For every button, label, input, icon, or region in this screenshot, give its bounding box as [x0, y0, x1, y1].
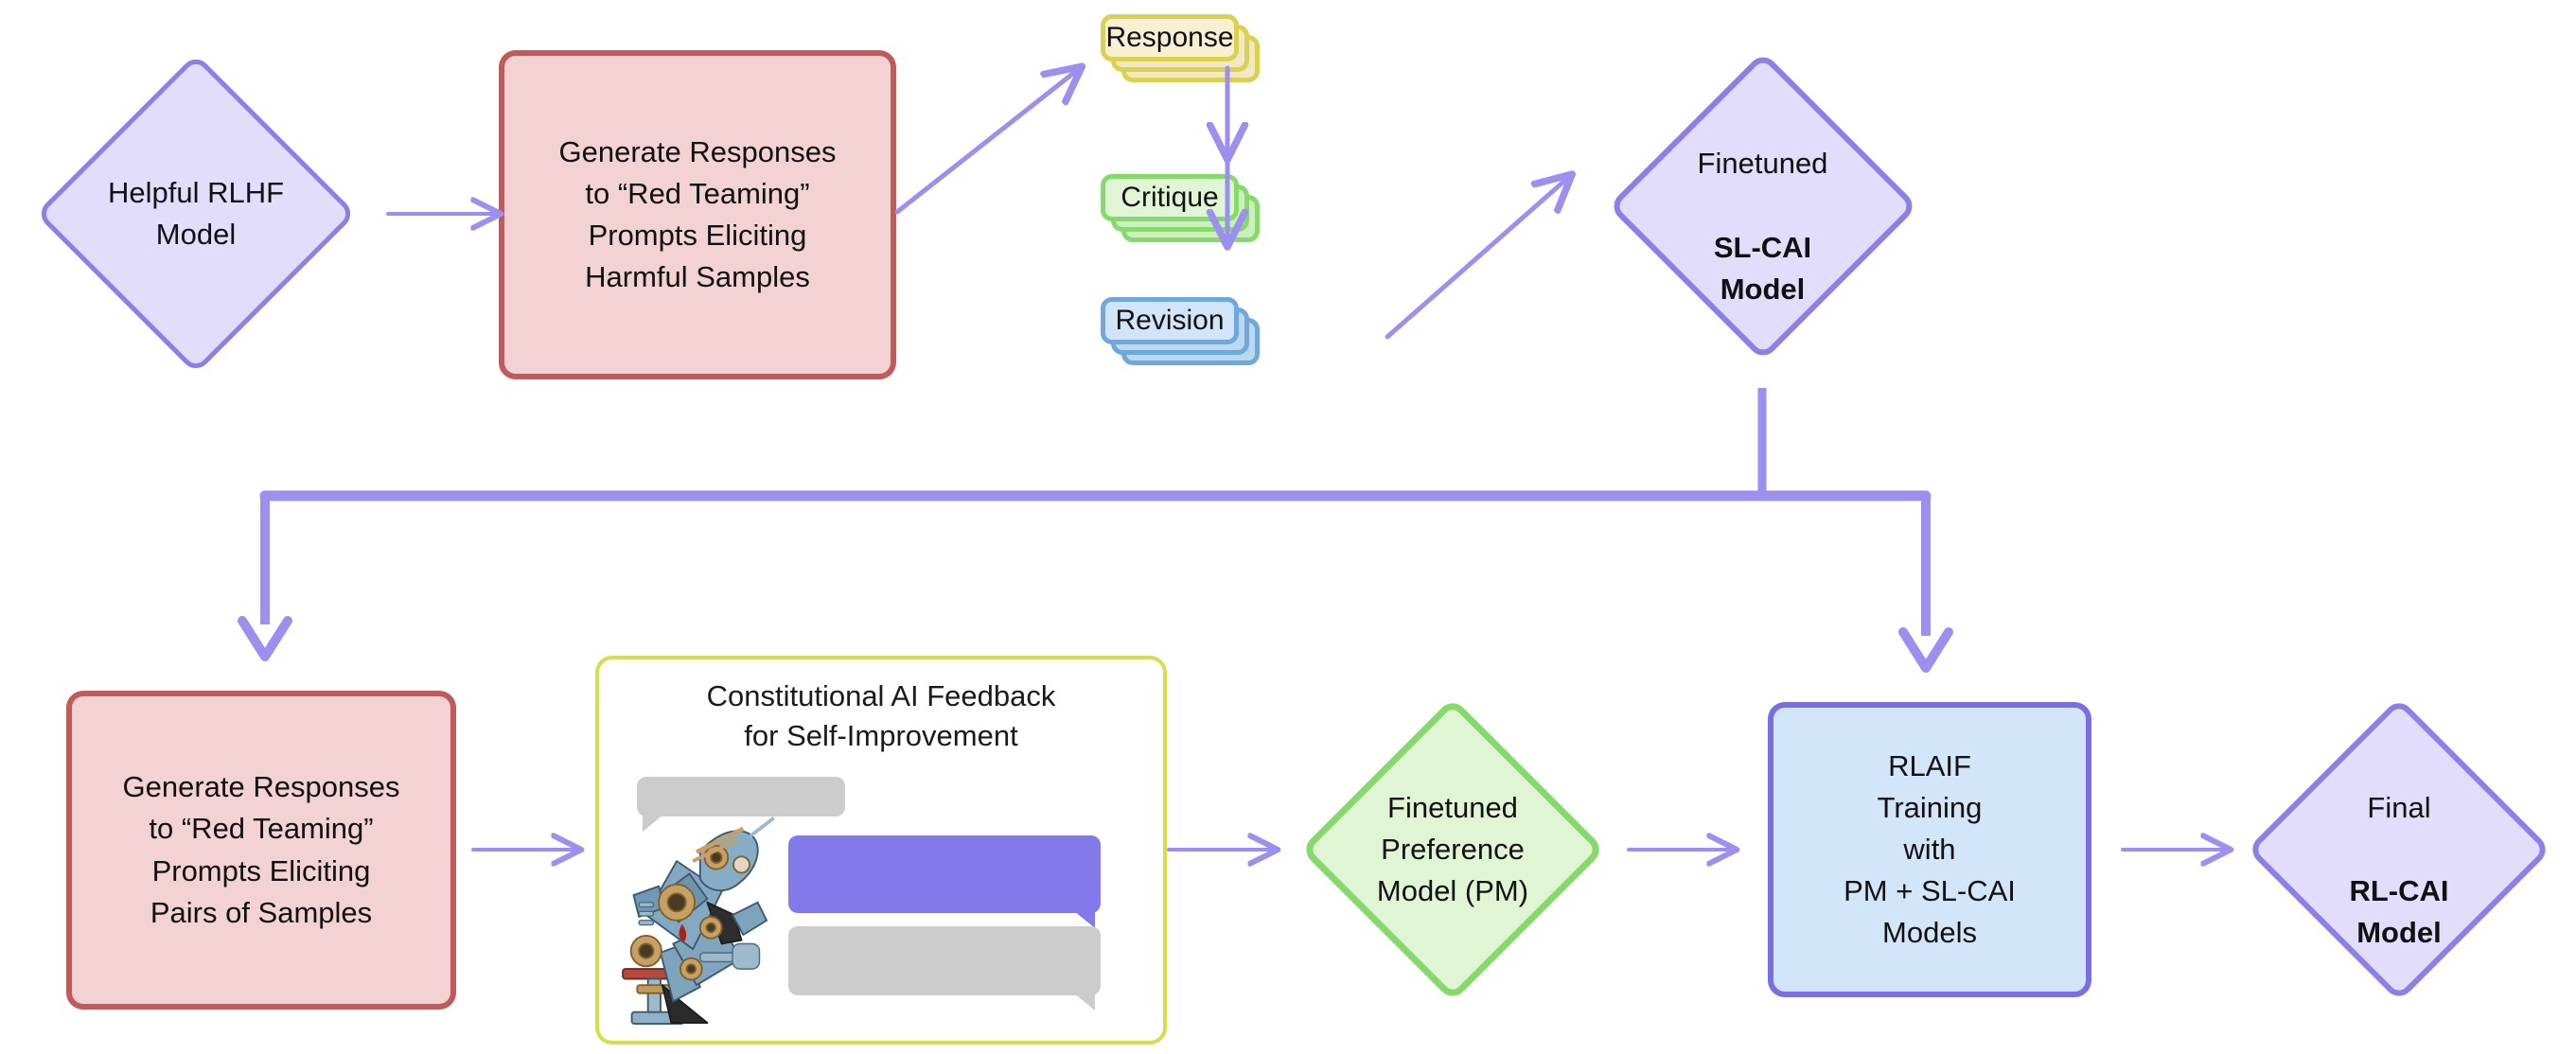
- node-label: Generate Responses to “Red Teaming” Prom…: [558, 134, 837, 294]
- bubble-gray-bottom: [788, 926, 1101, 1010]
- node-label: RLAIF Training with PM + SL-CAI Models: [1844, 748, 2016, 950]
- cai-panel-title: Constitutional AI Feedback for Self-Impr…: [706, 679, 1056, 752]
- node-label: Revision: [1115, 304, 1225, 336]
- node-helpful-rlhf-model[interactable]: Helpful RLHF Model: [35, 18, 357, 410]
- node-revision-stack[interactable]: Revision: [1101, 297, 1260, 365]
- bubble-gray-top: [637, 777, 845, 832]
- thinker-robot-icon: [622, 816, 775, 1025]
- node-generate-harmful-samples[interactable]: Generate Responses to “Red Teaming” Prom…: [499, 50, 896, 379]
- node-generate-pairs-of-samples[interactable]: Generate Responses to “Red Teaming” Prom…: [66, 691, 456, 1010]
- stack-layer-front: Response: [1101, 14, 1239, 61]
- node-response-stack[interactable]: Response: [1101, 14, 1260, 82]
- bubble-purple: [788, 835, 1101, 928]
- edge-generate-to-response: [894, 68, 1080, 215]
- edge-slcai-branch-bus: [259, 388, 1932, 501]
- edge-slcai-branch-right: [1898, 496, 1953, 673]
- diamond-shape: [35, 53, 357, 375]
- node-finetuned-sl-cai-model[interactable]: Finetuned SL-CAI Model: [1607, 24, 1918, 388]
- node-rlaif-training[interactable]: RLAIF Training with PM + SL-CAI Models: [1768, 702, 2091, 997]
- node-label: Generate Responses to “Red Teaming” Prom…: [122, 770, 400, 929]
- edge-revision-to-slcai: [1385, 176, 1570, 340]
- edge-slcai-branch-left: [238, 496, 292, 661]
- diamond-shape: [1299, 696, 1606, 1003]
- node-label: Response: [1105, 21, 1234, 53]
- stack-layer-front: Revision: [1101, 297, 1239, 344]
- node-label: Critique: [1120, 181, 1219, 213]
- node-finetuned-preference-model[interactable]: Finetuned Preference Model (PM): [1276, 669, 1630, 1030]
- diamond-shape: [2246, 696, 2552, 1003]
- node-cai-feedback-panel[interactable]: Constitutional AI Feedback for Self-Impr…: [595, 656, 1167, 1045]
- stack-layer-front: Critique: [1101, 174, 1239, 221]
- diamond-shape: [1607, 50, 1918, 361]
- node-critique-stack[interactable]: Critique: [1101, 174, 1260, 242]
- node-final-rl-cai-model[interactable]: Final RL-CAI Model: [2238, 672, 2560, 1028]
